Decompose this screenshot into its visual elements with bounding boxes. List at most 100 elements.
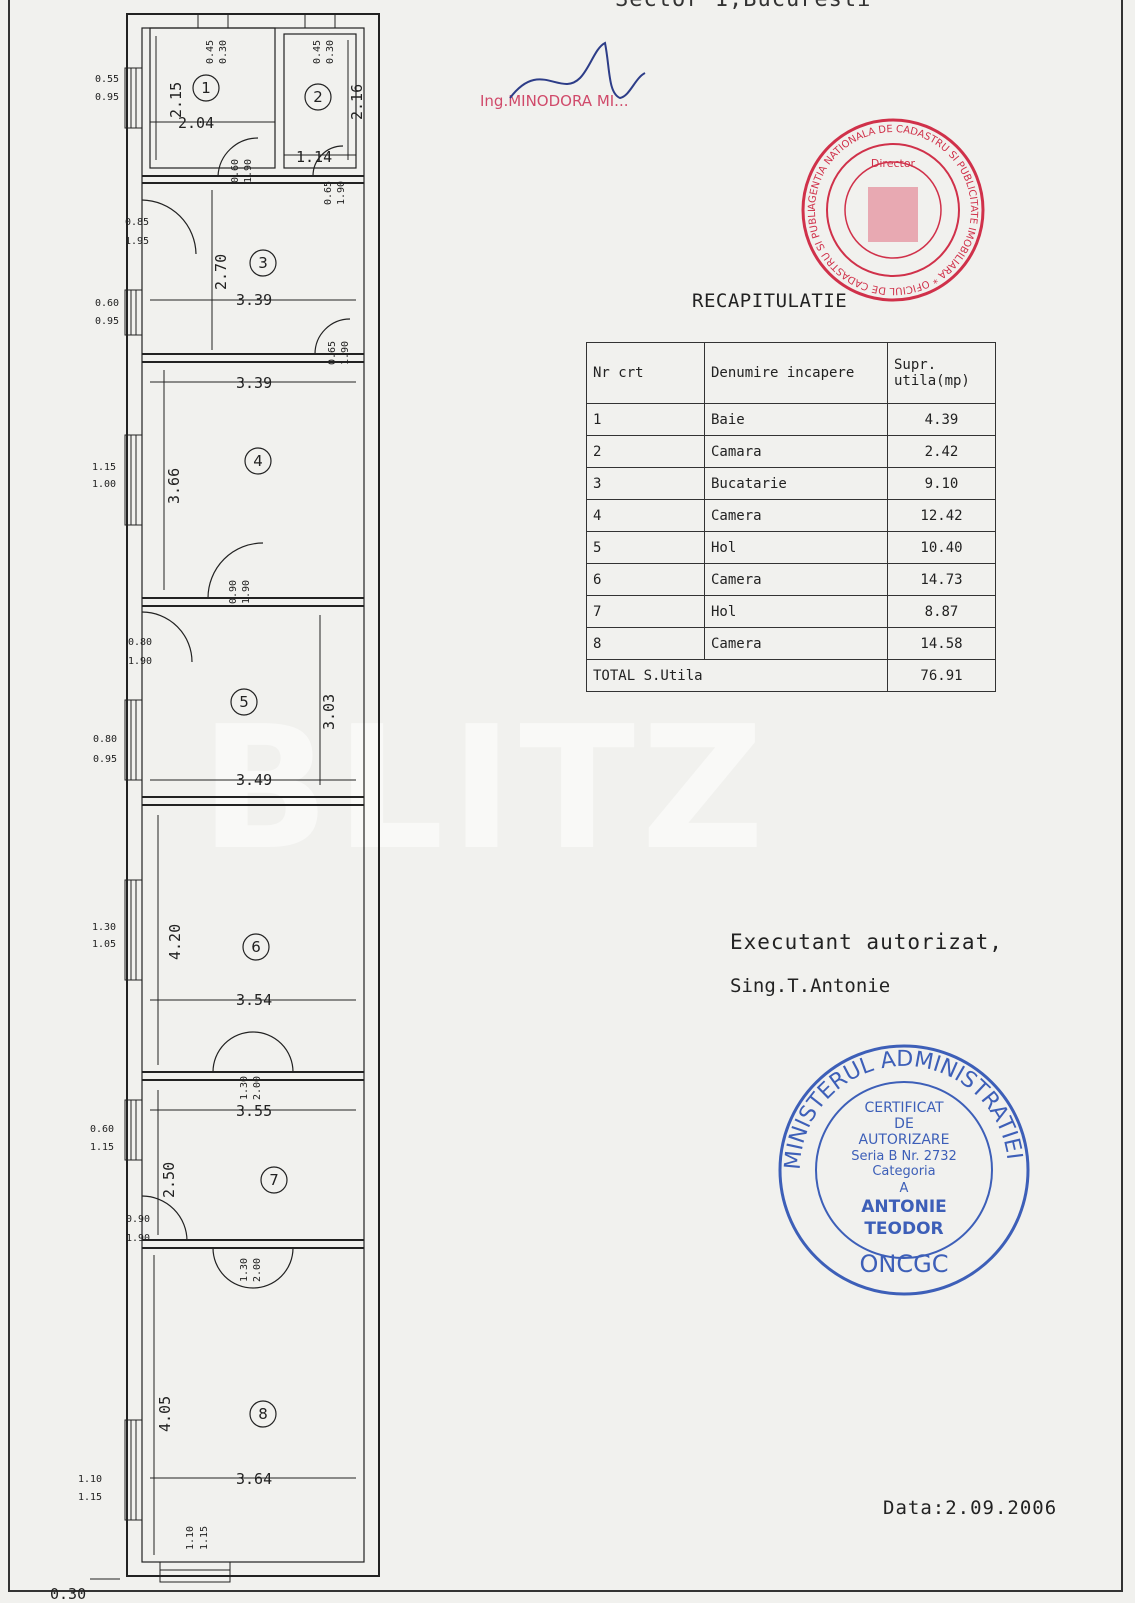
room-number-7: 7: [269, 1171, 279, 1189]
opening-w11-b: 1.15: [199, 1526, 210, 1550]
dim-r3-h: 2.70: [212, 254, 230, 290]
opening-d2-a: 0.65: [323, 181, 334, 205]
dim-r4-h: 3.66: [165, 468, 183, 504]
opening-d2-b: 1.90: [336, 181, 347, 205]
opening-w8-a: 0.60: [90, 1124, 114, 1135]
dim-r8-w: 3.64: [236, 1470, 272, 1488]
watermark: BLITZ: [200, 690, 771, 888]
room-number-4: 4: [253, 452, 263, 470]
executant-title: Executant autorizat,: [730, 930, 1003, 954]
agency-stamp: Director AGENTIA NATIONALA DE CADASTRU S…: [798, 115, 985, 302]
opening-w5-a: 0.80: [128, 637, 152, 648]
dim-r5-h: 3.03: [320, 694, 338, 730]
opening-w1-b: 0.95: [95, 92, 119, 103]
stamp-cert-line-4: Seria B Nr. 2732: [851, 1149, 957, 1164]
opening-w10-a: 1.10: [78, 1474, 102, 1485]
opening-top1-a: 0.45: [205, 40, 216, 64]
room-number-5: 5: [239, 693, 249, 711]
wall-thickness-label: 0.30: [50, 1585, 87, 1603]
stamp-cert-line-5: Categoria: [872, 1164, 935, 1179]
dim-r7-w: 3.55: [236, 1102, 272, 1120]
opening-w7-b: 1.05: [92, 939, 116, 950]
dim-r8-h: 4.05: [156, 1396, 174, 1432]
opening-w9-a: 0.90: [126, 1214, 150, 1225]
opening-d6-b: 2.00: [252, 1258, 263, 1282]
opening-top2-a: 0.45: [312, 40, 323, 64]
stamp-cert-line-6: A: [900, 1181, 909, 1196]
dim-r2-h: 2.16: [348, 84, 366, 120]
page-frame: [8, 0, 1123, 1592]
header-denumire: Denumire incapere: [704, 342, 888, 404]
dim-r1-h: 2.15: [167, 82, 185, 118]
opening-d6-a: 1.30: [239, 1258, 250, 1282]
inner-wall: [141, 27, 365, 1563]
opening-d5-b: 2.00: [252, 1076, 263, 1100]
header-nr: Nr crt: [586, 342, 705, 404]
header-location: Sector 1,Bucuresti: [615, 0, 871, 12]
opening-w3-a: 0.60: [95, 298, 119, 309]
opening-d4-b: 1.90: [241, 580, 252, 604]
executant-name: Sing.T.Antonie: [730, 975, 891, 997]
floor-plan: 1 2 3 4 5 6 7 8 2.04 2.15 2.16 1.14 2.70…: [78, 13, 380, 1583]
dim-r4-w: 3.39: [236, 374, 272, 392]
opening-w4-a: 1.15: [92, 462, 116, 473]
room-number-6: 6: [251, 938, 261, 956]
opening-w11-a: 1.10: [185, 1526, 196, 1550]
opening-top1-b: 0.30: [218, 40, 229, 64]
header-suprafata: Supr. utila(mp): [887, 342, 996, 404]
opening-d3-b: 1.90: [340, 341, 351, 365]
opening-w3-b: 0.95: [95, 316, 119, 327]
dim-r3-w: 3.39: [236, 291, 272, 309]
opening-top2-b: 0.30: [325, 40, 336, 64]
opening-w6-a: 0.80: [93, 734, 117, 745]
opening-w8-b: 1.15: [90, 1142, 114, 1153]
opening-w2-b: 1.95: [125, 236, 149, 247]
room-number-8: 8: [258, 1405, 268, 1423]
dim-r6-h: 4.20: [166, 924, 184, 960]
total-label: TOTAL S.Utila: [586, 659, 888, 692]
engineer-signature: Ing.MINODORA MI...: [480, 41, 646, 110]
opening-d3-a: 0.65: [327, 341, 338, 365]
opening-w10-b: 1.15: [78, 1492, 102, 1503]
opening-d5-a: 1.30: [239, 1076, 250, 1100]
dim-r7-h: 2.50: [160, 1162, 178, 1198]
dim-r1-w: 2.04: [178, 114, 214, 132]
stamp-cert-name1: ANTONIE: [861, 1197, 947, 1217]
opening-d1-b: 1.90: [243, 159, 254, 183]
opening-w7-a: 1.30: [92, 922, 116, 933]
opening-d1-a: 0.60: [230, 159, 241, 183]
opening-w1-a: 0.55: [95, 74, 119, 85]
room-number-3: 3: [258, 254, 268, 272]
room-number-2: 2: [313, 88, 323, 106]
stamp-cert-line-3: AUTORIZARE: [859, 1132, 950, 1148]
stamp-cert-bottom: ONCGC: [860, 1250, 949, 1278]
opening-d4-a: 0.90: [228, 580, 239, 604]
opening-w4-b: 1.00: [92, 479, 116, 490]
dim-r2-w: 1.14: [296, 148, 332, 166]
opening-w9-b: 1.90: [126, 1233, 150, 1244]
recap-table: Nr crt Denumire incapere Supr. utila(mp)…: [586, 342, 996, 692]
stamp-cert-line-2: DE: [894, 1116, 914, 1132]
stamp-cert-line-1: CERTIFICAT: [864, 1100, 943, 1116]
opening-w5-b: 1.90: [128, 656, 152, 667]
document-date: Data:2.09.2006: [883, 1497, 1058, 1519]
opening-w6-b: 0.95: [93, 754, 117, 765]
stamp-cert-name2: TEODOR: [864, 1219, 943, 1239]
room-number-1: 1: [201, 79, 211, 97]
certificate-stamp: MINISTERUL ADMINISTRATIEI PUBLICE CERTIF…: [774, 1040, 1030, 1296]
dim-r6-w: 3.54: [236, 991, 272, 1009]
total-value: 76.91: [887, 659, 996, 692]
stamp-agency-center: Director: [871, 157, 916, 170]
opening-w2-a: 0.85: [125, 217, 149, 228]
outer-wall: [126, 13, 380, 1577]
svg-text:Ing.MINODORA MI...: Ing.MINODORA MI...: [480, 92, 628, 110]
